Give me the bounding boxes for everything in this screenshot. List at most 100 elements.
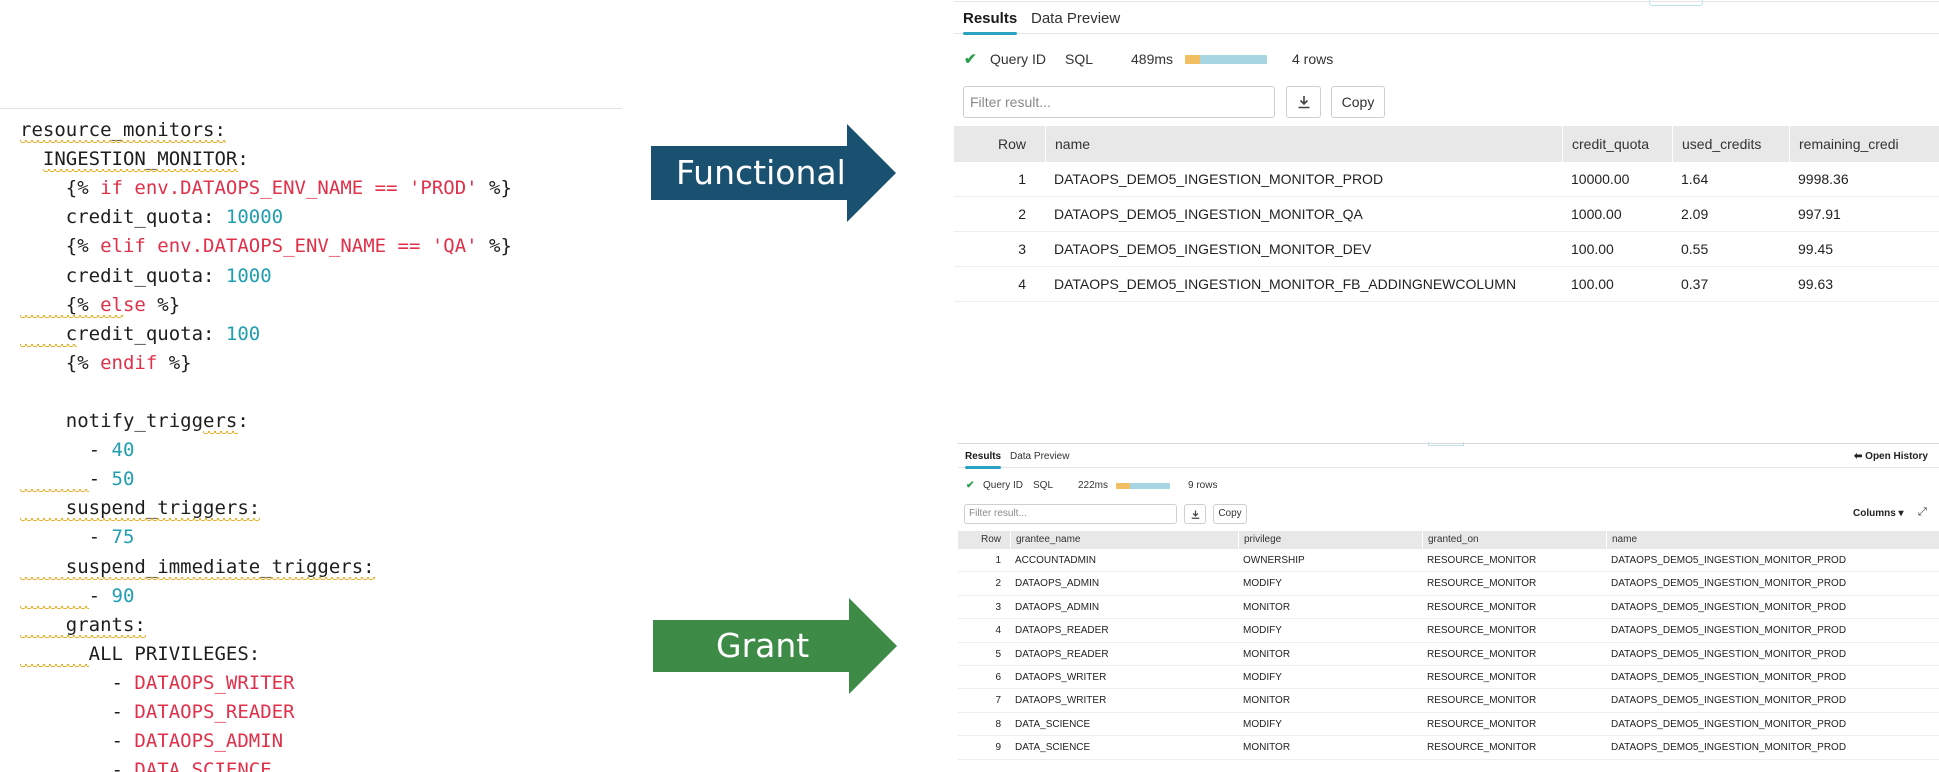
row-divider <box>958 571 1939 573</box>
code-token: if env.DATAOPS_ENV_NAME == 'PROD' <box>88 177 490 200</box>
code-token: - <box>20 468 112 491</box>
row-divider <box>954 231 1939 232</box>
table-row[interactable]: 4 DATAOPS_DEMO5_INGESTION_MONITOR_FB_ADDI… <box>954 267 1939 302</box>
download-button[interactable] <box>1286 86 1321 118</box>
code-token: - <box>20 671 135 694</box>
table-cell: DATAOPS_ADMIN <box>1015 578 1100 590</box>
table-cell: 1.64 <box>1681 171 1709 187</box>
tab-results[interactable]: Results <box>963 10 1018 35</box>
table-cell: 100.00 <box>1571 241 1614 257</box>
code-line: credit_quota: 1000 <box>20 263 272 289</box>
column-header-name[interactable]: name <box>1606 531 1939 549</box>
table-row[interactable]: 3 DATAOPS_DEMO5_INGESTION_MONITOR_DEV 100.… <box>954 232 1939 267</box>
code-token <box>20 235 66 257</box>
lint-squiggle <box>42 169 238 175</box>
sql-link[interactable]: SQL <box>1033 480 1054 491</box>
table-cell: 0.55 <box>1681 241 1709 257</box>
code-token: elif env.DATAOPS_ENV_NAME == 'QA' <box>88 235 490 258</box>
code-token: credit_quota: <box>20 322 226 345</box>
code-token: 100 <box>225 322 261 345</box>
code-line: notify_triggers: <box>20 408 249 434</box>
row-number: 7 <box>995 695 1001 707</box>
code-token: %} <box>489 235 512 258</box>
column-header-Row[interactable]: Row <box>997 136 1026 152</box>
lint-squiggle <box>20 314 124 320</box>
code-token: 75 <box>111 526 135 549</box>
tab-data-preview[interactable]: Data Preview <box>1031 10 1121 27</box>
open-history-button[interactable]: ⬅ Open History <box>1854 451 1928 462</box>
table-cell: 0.37 <box>1681 276 1709 292</box>
table-cell: 2.09 <box>1681 206 1709 222</box>
code-token: - <box>20 759 135 772</box>
code-token: DATAOPS_READER <box>134 701 295 723</box>
column-header-used-credits[interactable]: used_credits <box>1672 126 1789 162</box>
filter-result-input[interactable]: Filter result... <box>963 86 1275 118</box>
row-number: 3 <box>1018 241 1026 257</box>
code-line: - 50 <box>20 466 135 492</box>
table-cell: 99.45 <box>1798 241 1834 257</box>
row-divider <box>958 758 1939 760</box>
table-cell: DATAOPS_DEMO5_INGESTION_MONITOR_PROD <box>1611 625 1847 637</box>
table-cell: 99.63 <box>1798 276 1834 292</box>
code-line: {% elif env.DATAOPS_ENV_NAME == 'QA' %} <box>20 233 512 259</box>
code-token <box>20 294 66 316</box>
column-header-remaining-credi[interactable]: remaining_credi <box>1789 126 1939 162</box>
duration-bar <box>1185 55 1267 64</box>
column-header-credit-quota[interactable]: credit_quota <box>1562 126 1672 162</box>
sql-link[interactable]: SQL <box>1065 51 1094 67</box>
tab-results[interactable]: Results <box>965 451 1002 469</box>
filter-result-input[interactable]: Filter result... <box>964 504 1177 524</box>
query-id-link[interactable]: Query ID <box>983 480 1024 491</box>
columns-dropdown[interactable]: Columns ▾ <box>1853 508 1904 519</box>
query-duration: 222ms <box>1078 480 1109 491</box>
table-cell: MONITOR <box>1243 742 1291 754</box>
code-token: credit_quota: <box>20 264 226 287</box>
table-cell: 9998.36 <box>1798 171 1849 187</box>
table-cell: ACCOUNTADMIN <box>1015 555 1096 566</box>
code-token: {% <box>65 351 89 374</box>
row-divider <box>958 618 1939 620</box>
column-header-Row[interactable]: Row <box>980 534 1001 545</box>
row-number: 4 <box>1018 276 1026 292</box>
column-header-grantee-name[interactable]: grantee_name <box>1010 531 1238 549</box>
table-cell: OWNERSHIP <box>1243 555 1305 566</box>
copy-button[interactable]: Copy <box>1331 86 1385 118</box>
code-token: {% <box>65 235 89 258</box>
code-token: ALL PRIVILEGES: <box>20 642 261 665</box>
lint-squiggle <box>20 489 89 495</box>
panel-drag-handle[interactable] <box>1428 442 1464 446</box>
code-token: 50 <box>111 468 135 491</box>
expand-icon[interactable]: ⤢ <box>1918 506 1927 518</box>
table-cell: DATA_SCIENCE <box>1015 742 1091 754</box>
code-token: INGESTION_MONITOR: <box>20 148 249 171</box>
download-button[interactable] <box>1184 504 1206 524</box>
success-check-icon: ✔ <box>964 51 977 68</box>
code-line: - DATAOPS_ADMIN <box>20 728 284 754</box>
code-token: - <box>20 701 135 723</box>
code-token: %} <box>168 351 192 374</box>
table-cell: DATAOPS_DEMO5_INGESTION_MONITOR_FB_ADDIN… <box>1054 276 1517 292</box>
table-cell: DATAOPS_DEMO5_INGESTION_MONITOR_DEV <box>1054 241 1372 257</box>
tab-data-preview[interactable]: Data Preview <box>1010 451 1070 462</box>
panel-drag-handle[interactable] <box>1649 0 1703 6</box>
column-header-privilege[interactable]: privilege <box>1238 531 1422 549</box>
column-header-granted-on[interactable]: granted_on <box>1422 531 1606 549</box>
code-token: DATAOPS_ADMIN <box>134 730 284 753</box>
copy-button[interactable]: Copy <box>1213 504 1247 524</box>
query-id-link[interactable]: Query ID <box>990 51 1047 67</box>
column-header-name[interactable]: name <box>1045 126 1562 162</box>
code-token: 1000 <box>225 264 272 287</box>
